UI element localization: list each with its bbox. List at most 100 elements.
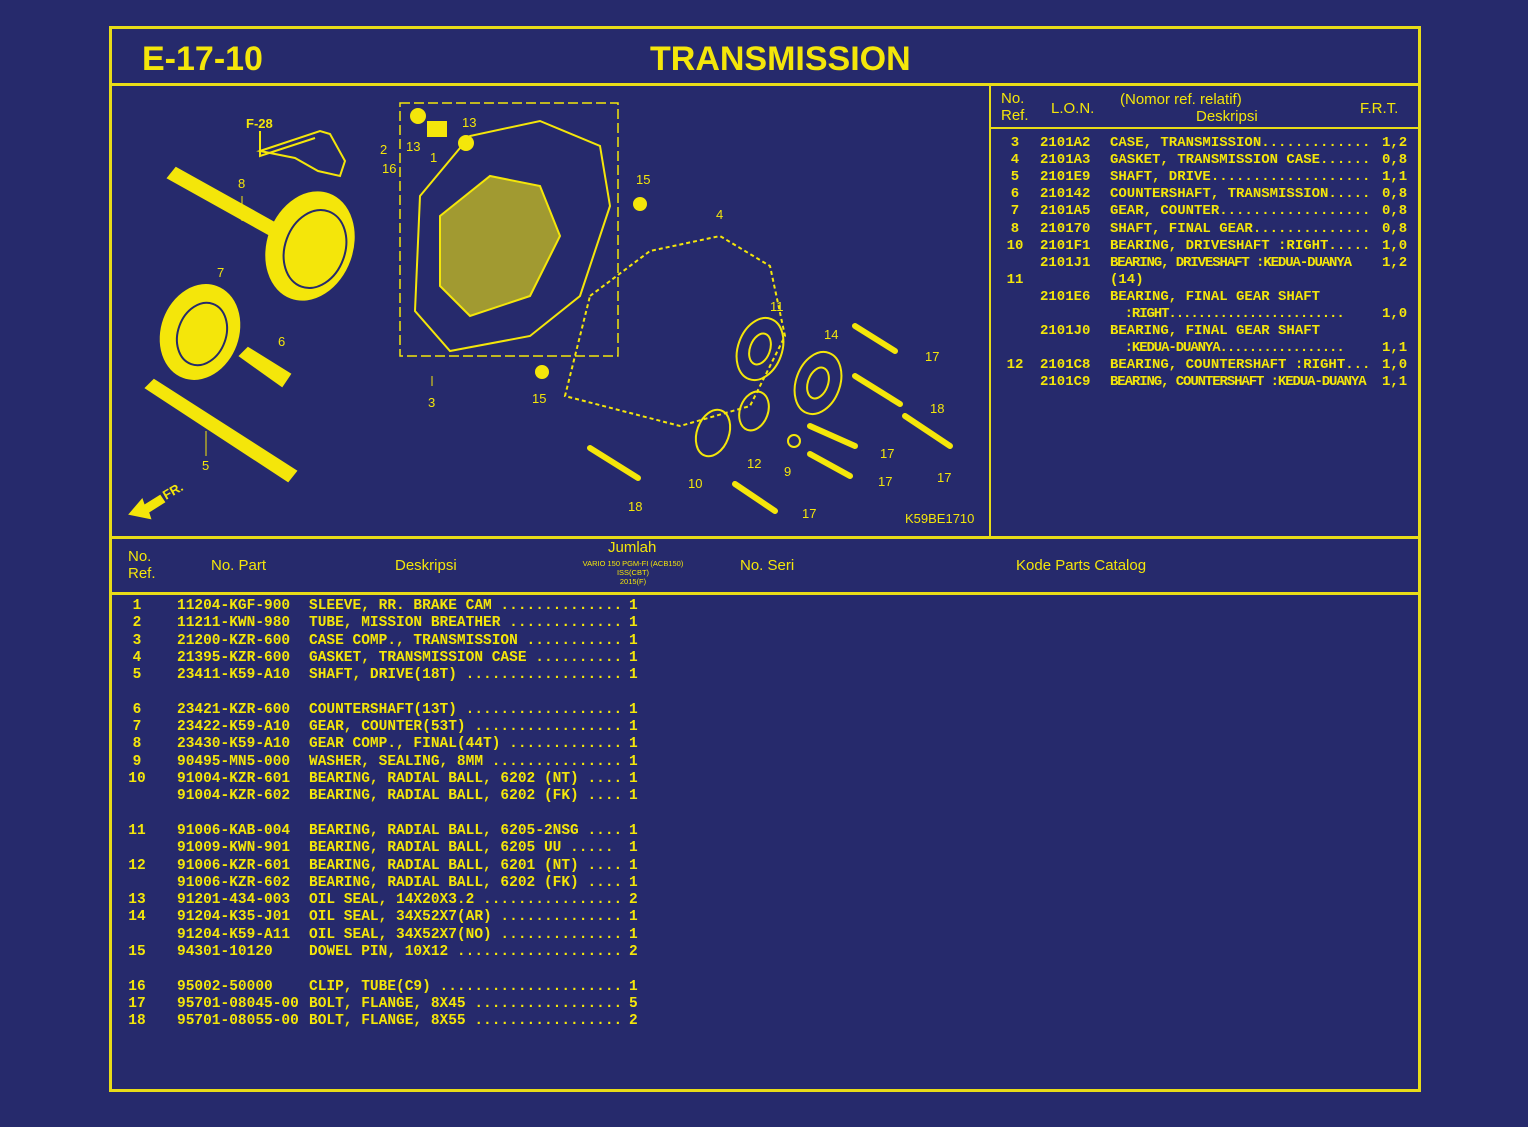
part-description: BEARING, RADIAL BALL, 6202 (FK) ....	[309, 788, 623, 805]
callout: 14	[824, 327, 838, 342]
part-description: GEAR, COUNTER(53T) .................	[309, 719, 623, 736]
labor-desc: BEARING, DRIVESHAFT :KEDUA-DUANYA	[1110, 254, 1352, 271]
part-ref: 14	[128, 909, 146, 926]
labor-lon: 210142	[1040, 186, 1091, 203]
part-description: SLEEVE, RR. BRAKE CAM ..............	[309, 598, 623, 614]
labor-ref: 8	[1010, 220, 1020, 237]
labor-header-lon: L.O.N.	[1051, 100, 1095, 117]
part-number: 91006-KZR-601	[177, 857, 291, 874]
part-number: 23422-K59-A10	[177, 719, 291, 736]
part-description: SHAFT, DRIVE(18T) ..................	[309, 667, 623, 684]
oil-seal-14	[793, 351, 843, 415]
part-number: 95701-08055-00	[177, 1013, 299, 1030]
part-quantity: 1	[629, 771, 638, 787]
labor-ref: 7	[1010, 203, 1020, 220]
labor-desc: BEARING, FINAL GEAR SHAFT	[1110, 288, 1321, 305]
labor-frt: 1,0	[1382, 357, 1408, 374]
callout: 2	[380, 142, 387, 157]
labor-lon: 2101E9	[1040, 169, 1091, 186]
labor-lon: 2101F1	[1040, 237, 1091, 254]
bearing-11	[735, 317, 785, 381]
part-description: CLIP, TUBE(C9) .....................	[309, 978, 623, 995]
part-number: 21200-KZR-600	[177, 632, 291, 649]
part-number: 94301-10120	[177, 944, 273, 960]
labor-desc: BEARING, FINAL GEAR SHAFT	[1110, 323, 1321, 340]
labor-lon: 2101C8	[1040, 357, 1091, 374]
parts-header-desc: Deskripsi	[395, 557, 457, 574]
labor-desc: :KEDUA-DUANYA.................	[1110, 340, 1345, 357]
labor-frt: 1,2	[1382, 254, 1408, 271]
parts-header-serial: No. Seri	[740, 557, 795, 574]
part-ref: 11	[128, 822, 146, 839]
part-ref: 12	[128, 857, 146, 874]
part-quantity: 2	[629, 1013, 638, 1030]
labor-header-desc-note: (Nomor ref. relatif)	[1120, 91, 1242, 108]
labor-frt: 0,8	[1382, 186, 1408, 203]
parts-header-part: No. Part	[211, 557, 267, 574]
part-quantity: 1	[629, 753, 638, 770]
section-code: E-17-10	[142, 40, 263, 78]
labor-desc: SHAFT, FINAL GEAR..............	[1110, 220, 1371, 237]
labor-desc: SHAFT, DRIVE...................	[1110, 169, 1371, 186]
parts-header-ref: No. Ref.	[128, 548, 156, 582]
drawing-code: K59BE1710	[905, 511, 974, 526]
parts-header-qty: Jumlah	[608, 539, 657, 556]
callout: 15	[636, 172, 650, 187]
labor-desc: :RIGHT........................	[1110, 306, 1345, 322]
part-number: 21395-KZR-600	[177, 649, 291, 666]
part-quantity: 1	[629, 736, 638, 753]
part-description: BEARING, RADIAL BALL, 6202 (FK) ....	[309, 874, 623, 891]
part-description: BOLT, FLANGE, 8X55 .................	[309, 1013, 623, 1030]
part-number: 23411-K59-A10	[177, 667, 291, 684]
callout: 5	[202, 458, 209, 473]
case-assembly-box	[399, 102, 619, 357]
part-number: 91204-K59-A11	[177, 926, 291, 943]
labor-ref: 3	[1010, 135, 1020, 151]
part-ref: 16	[128, 978, 146, 995]
labor-desc: GEAR, COUNTER..................	[1110, 203, 1371, 220]
drive-shaft	[144, 378, 298, 483]
parts-header-model: VARIO 150 PGM-FI (ACB150) ISS(CBT) 2015(…	[582, 559, 684, 586]
gasket	[563, 234, 787, 428]
part-number: 23430-K59-A10	[177, 736, 291, 753]
callout: 9	[784, 464, 791, 479]
part-number: 91004-KZR-601	[177, 771, 291, 787]
labor-lon: 2101A2	[1040, 135, 1091, 151]
part-number: 95002-50000	[177, 978, 273, 995]
callout: 10	[688, 476, 702, 491]
bearing-12	[738, 390, 770, 432]
part-description: GEAR COMP., FINAL(44T) .............	[309, 736, 623, 753]
part-quantity: 1	[629, 978, 638, 995]
callout: 17	[878, 474, 892, 489]
parts-header-catalog: Kode Parts Catalog	[1016, 557, 1147, 574]
washer-9	[787, 434, 801, 448]
front-label: FR.	[160, 479, 186, 502]
callout: 17	[802, 506, 816, 521]
labor-lon: 2101A3	[1040, 152, 1091, 169]
labor-ref: 5	[1010, 169, 1020, 186]
labor-lon: 2101E6	[1040, 288, 1091, 305]
callout: 13	[406, 139, 420, 154]
part-ref: 5	[132, 667, 142, 684]
page-title: TRANSMISSION	[650, 40, 911, 78]
labor-desc: (14)	[1110, 271, 1144, 288]
part-description: BEARING, RADIAL BALL, 6201 (NT) ....	[309, 857, 623, 874]
divider	[109, 83, 1418, 86]
labor-lon: 2101C9	[1040, 374, 1091, 391]
bearing-10	[694, 408, 732, 458]
part-quantity: 1	[629, 788, 638, 805]
part-ref: 8	[132, 736, 142, 753]
part-ref: 1	[132, 598, 142, 614]
part-ref: 15	[128, 944, 146, 960]
exploded-diagram: F-28 2 16 13 13 1 8 7 6 5 3 15 4 11 14 1…	[128, 102, 974, 526]
front-arrow-icon	[128, 494, 166, 520]
part-number: 91204-K35-J01	[177, 909, 291, 926]
labor-lon: 2101J0	[1040, 323, 1091, 340]
callout: 1	[430, 150, 437, 165]
part-number: 11211-KWN-980	[177, 615, 291, 632]
part-quantity: 1	[629, 840, 638, 857]
part-description: TUBE, MISSION BREATHER .............	[309, 615, 623, 632]
labor-header-desc: Deskripsi	[1196, 108, 1258, 125]
labor-desc: GASKET, TRANSMISSION CASE......	[1110, 152, 1371, 169]
labor-header-ref: No. Ref.	[1001, 90, 1029, 124]
